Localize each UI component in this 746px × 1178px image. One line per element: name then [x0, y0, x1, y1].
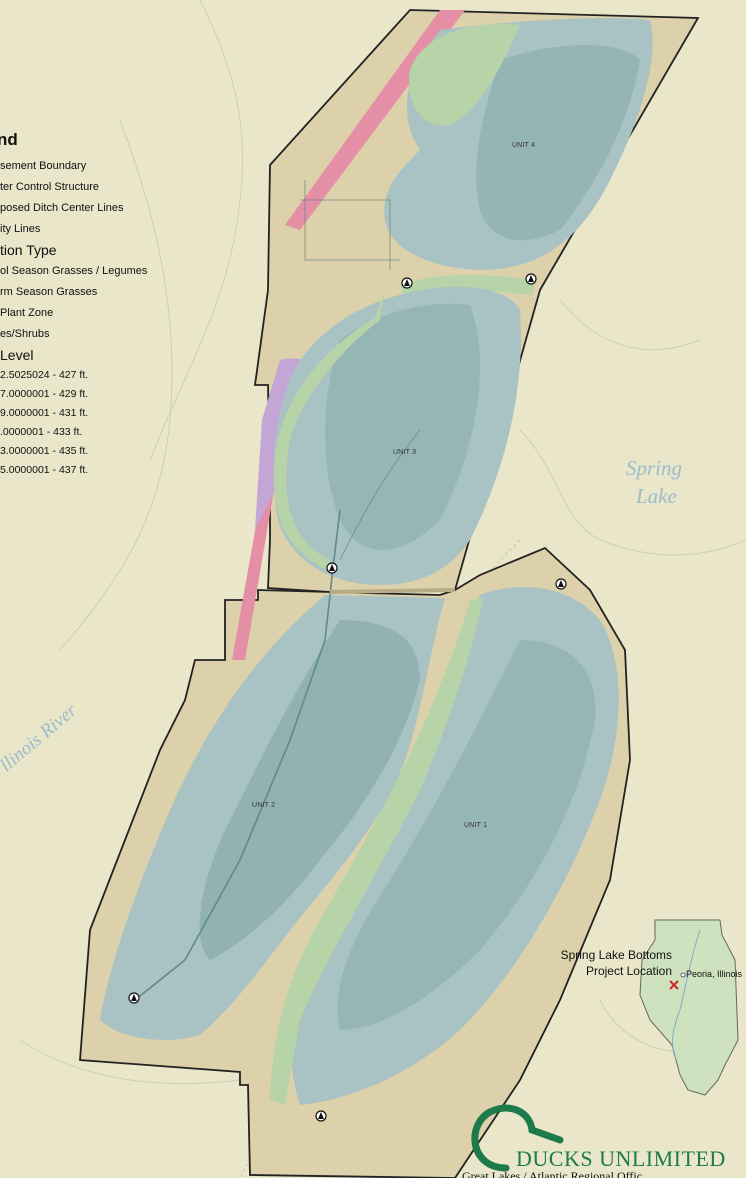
unit-1-deep — [337, 640, 596, 1030]
legend-item: sement Boundary — [0, 160, 87, 172]
crossing-road — [329, 588, 456, 594]
logo-subtitle: Great Lakes / Atlantic Regional Offic — [462, 1169, 643, 1178]
lake-label-line2: Lake — [636, 484, 677, 508]
inset-label-line1: Spring Lake Bottoms — [560, 948, 672, 962]
legend-depth-range: 3.0000001 - 435 ft. — [0, 445, 89, 457]
contour-lines — [19, 0, 746, 1085]
legend-vegetation-item: es/Shrubs — [0, 328, 50, 340]
inset-label-line2: Project Location — [585, 964, 672, 978]
ditch-center-lines — [134, 509, 341, 1001]
unit-2-deep — [199, 620, 420, 960]
logo-name: DUCKS UNLIMITED — [516, 1146, 726, 1171]
unit-4-label: UNIT 4 — [512, 142, 536, 149]
inset-city-label: Peoria, Illinois — [686, 969, 743, 979]
green-field — [409, 24, 520, 126]
legend-vegetation-item: Plant Zone — [0, 307, 54, 319]
unit-3-label: UNIT 3 — [393, 449, 417, 456]
legend-item: ter Control Structure — [0, 181, 100, 193]
legend-depth-range: 7.0000001 - 429 ft. — [0, 388, 89, 400]
legend-depth-range: 9.0000001 - 431 ft. — [0, 407, 89, 419]
water-control-structure-arrows — [131, 275, 564, 1119]
unit-3-deep — [325, 303, 480, 550]
legend-title: nd — [0, 130, 18, 149]
lake-label-line1: Spring — [626, 456, 683, 480]
ducks-unlimited-logo-icon — [471, 1104, 564, 1172]
inset-river — [672, 929, 701, 1061]
unit-1-label: UNIT 1 — [464, 822, 488, 829]
legend-vegetation-item: ol Season Grasses / Legumes — [0, 265, 148, 277]
legend-item: posed Ditch Center Lines — [0, 202, 124, 214]
legend-level-heading: Level — [0, 347, 34, 363]
utility-lines — [300, 180, 421, 561]
legend-depth-range: 2.5025024 - 427 ft. — [0, 369, 89, 381]
illinois-inset-map — [639, 919, 739, 1096]
legend-item: ity Lines — [0, 223, 41, 235]
map-legend: nd sement Boundary ter Control Structure… — [0, 130, 190, 480]
project-location-marker — [669, 980, 679, 990]
unit-2-label: UNIT 2 — [252, 802, 276, 809]
unit-4-deep — [476, 45, 640, 241]
legend-depth-range: 5.0000001 - 437 ft. — [0, 464, 89, 476]
unit-1-green-edge — [270, 598, 483, 1105]
legend-depth-range: .0000001 - 433 ft. — [0, 426, 83, 438]
legend-vegetation-item: rm Season Grasses — [0, 286, 98, 298]
peoria-dot — [680, 972, 686, 978]
legend-vegetation-heading: tion Type — [0, 242, 57, 258]
